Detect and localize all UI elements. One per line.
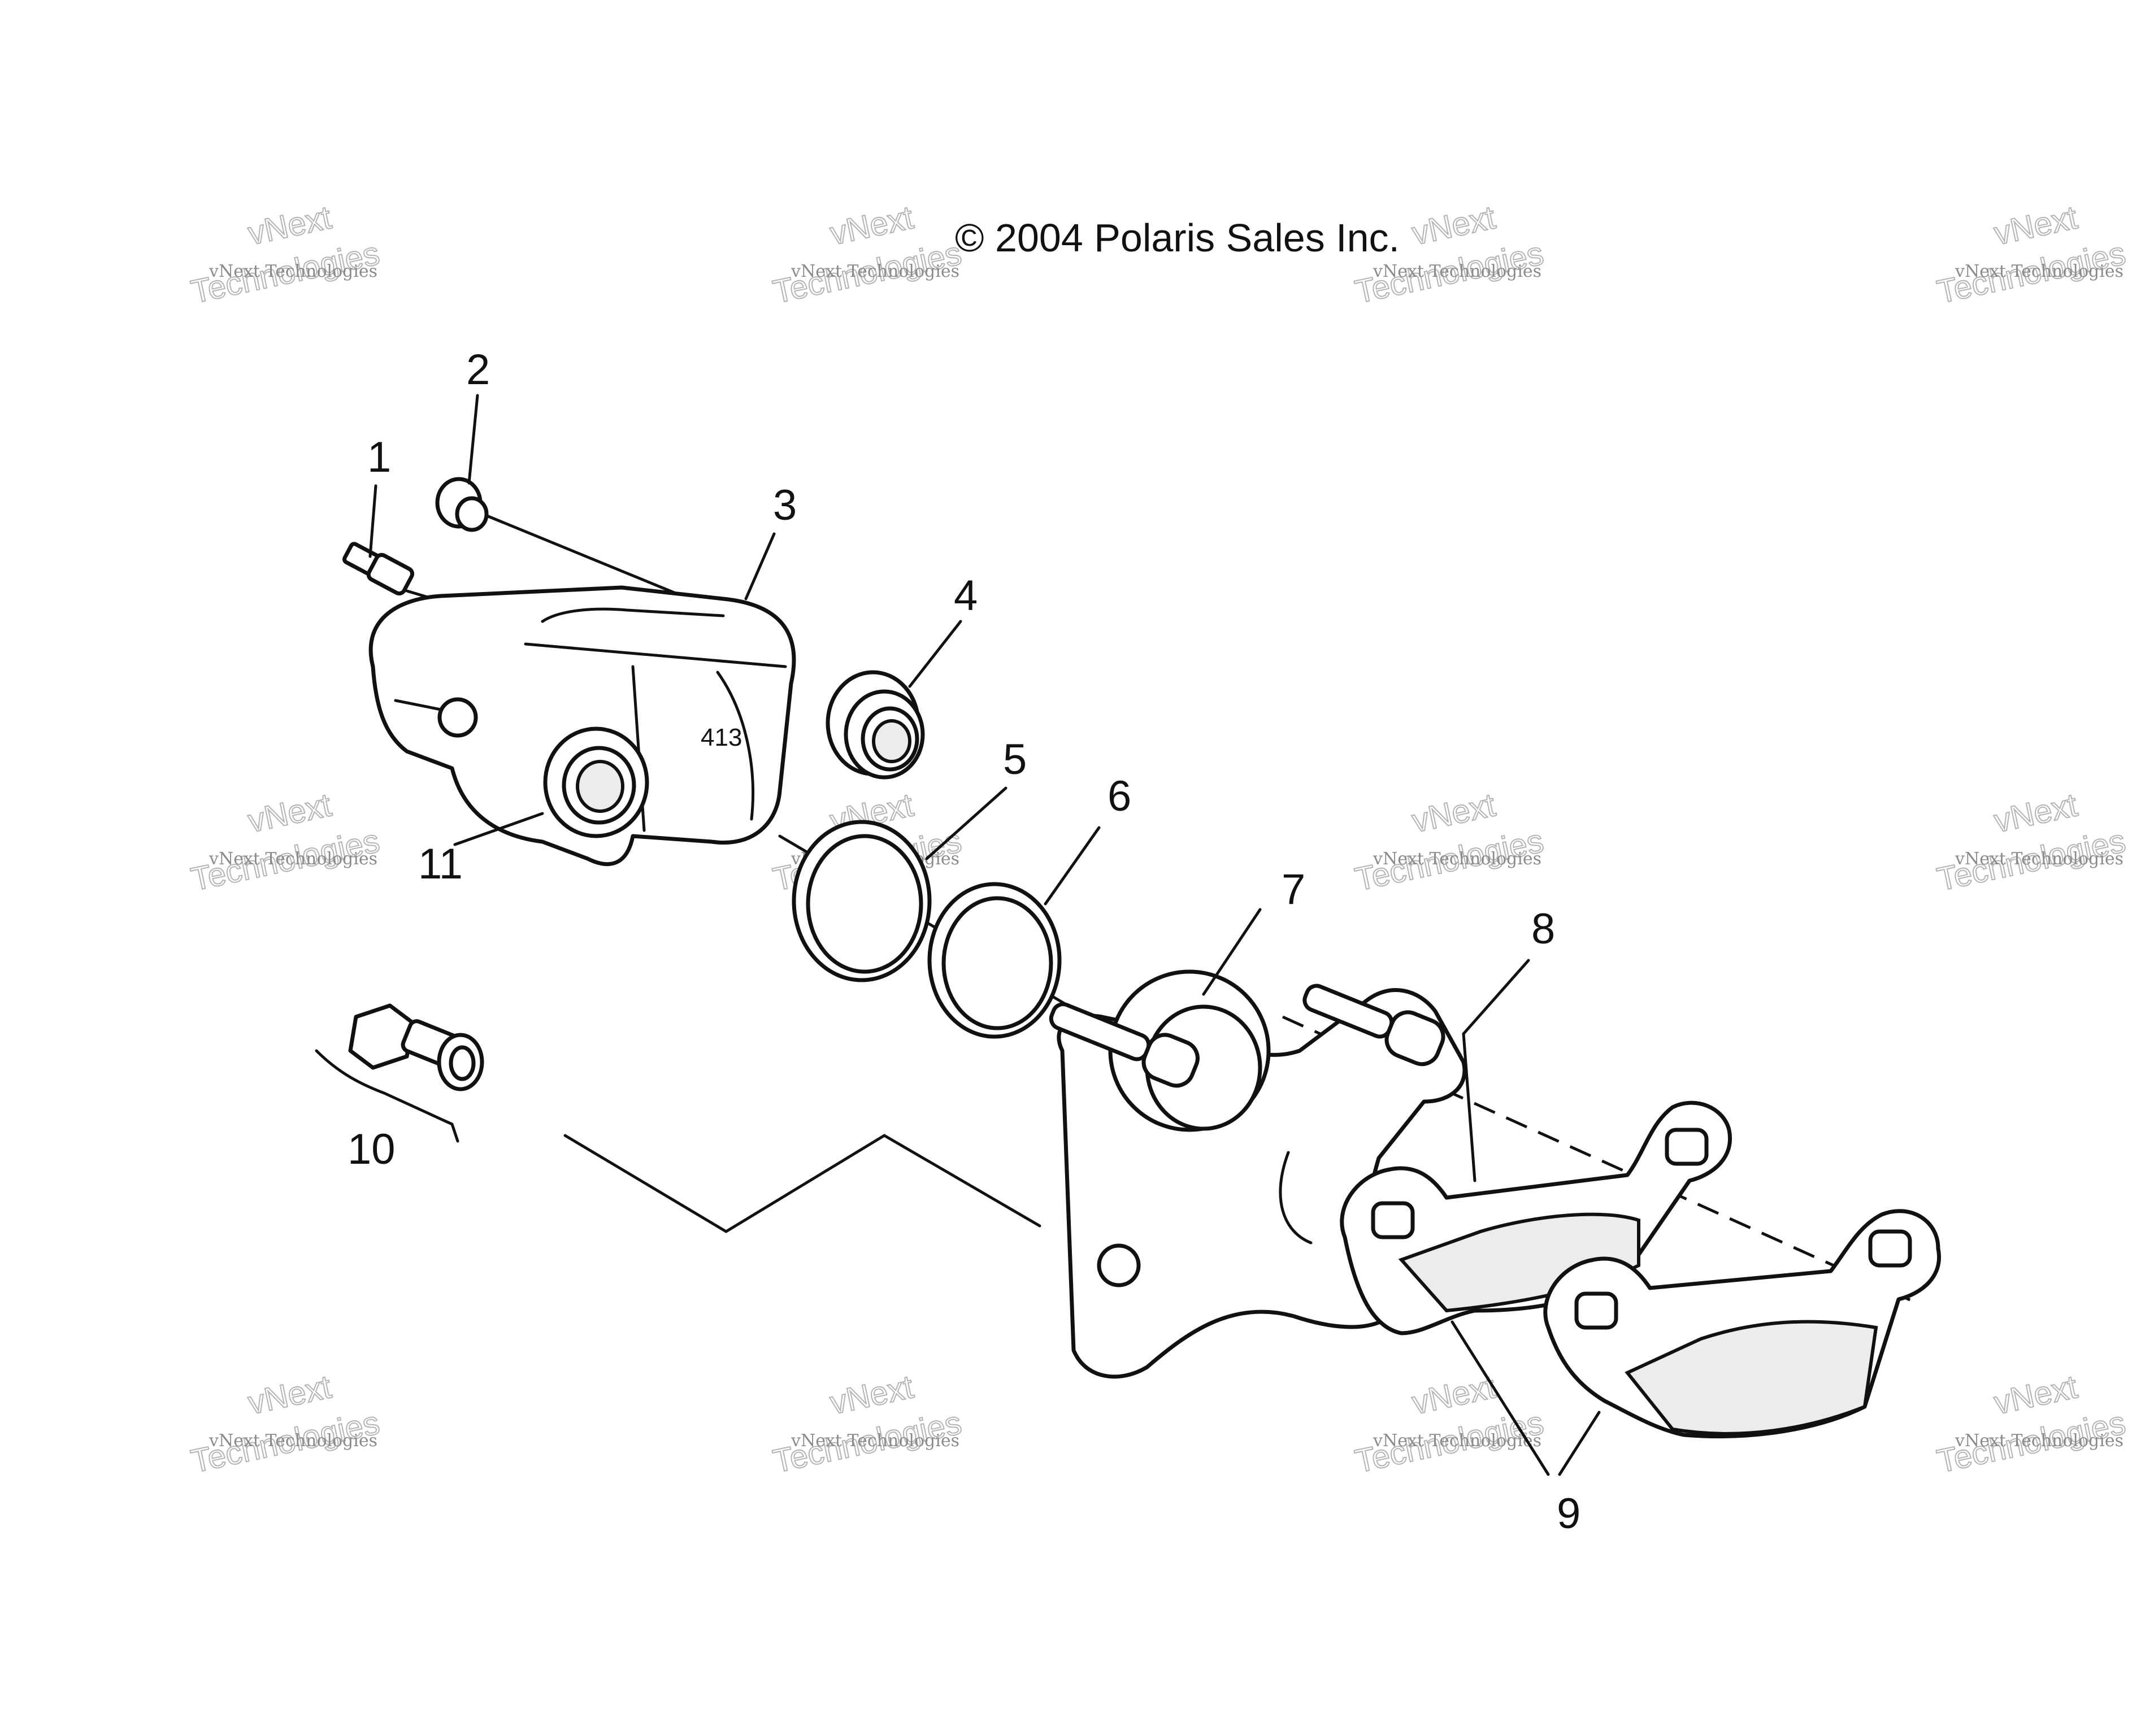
watermark-word-top: vNext	[1991, 199, 2081, 252]
caliper-housing-part: 413	[368, 585, 796, 867]
bleeder-screw-part	[342, 542, 415, 596]
brake-pad-outer-part	[1543, 1209, 1941, 1439]
piston-part	[826, 670, 925, 780]
watermark-caption: vNext Technologies	[1373, 1431, 1541, 1451]
callout-4: 4	[954, 572, 978, 620]
watermark-word-top: vNext	[1409, 199, 1499, 252]
watermark-word-top: vNext	[245, 1368, 335, 1421]
o-ring-part	[927, 882, 1062, 1039]
callout-9: 9	[1557, 1490, 1580, 1538]
watermark-caption: vNext Technologies	[1955, 1431, 2123, 1451]
callout-3: 3	[773, 481, 797, 529]
watermark-word-top: vNext	[1991, 786, 2081, 839]
watermark-word-top: vNext	[827, 1368, 917, 1421]
watermark-caption: vNext Technologies	[1955, 849, 2123, 869]
bolt-washer-part	[315, 1003, 484, 1143]
callout-11: 11	[418, 840, 463, 888]
seal-ring-part	[792, 820, 932, 982]
watermark-word-top: vNext	[245, 199, 335, 252]
watermark-word-top: vNext	[827, 199, 917, 252]
leader-lines	[368, 394, 1601, 1476]
callout-10: 10	[348, 1125, 396, 1173]
callout-labels: 1 2 3 4 5 6 7 8 9 10 11	[348, 346, 1580, 1538]
watermark-word-top: vNext	[245, 786, 335, 839]
copyright-text: © 2004 Polaris Sales Inc.	[955, 216, 1400, 260]
watermark-caption: vNext Technologies	[209, 849, 377, 869]
callout-1: 1	[367, 433, 391, 481]
watermark-caption: vNext Technologies	[791, 1431, 959, 1451]
watermark-caption: vNext Technologies	[209, 262, 377, 281]
caliper-stamp-text: 413	[701, 724, 742, 751]
watermark-caption: vNext Technologies	[209, 1431, 377, 1451]
callout-7: 7	[1282, 865, 1305, 913]
watermark-caption: vNext Technologies	[1373, 849, 1541, 869]
guide-pin-part	[1049, 984, 1445, 1088]
caliper-bore-part	[543, 726, 649, 838]
callout-2: 2	[466, 346, 490, 394]
callout-6: 6	[1108, 772, 1131, 820]
watermark-caption: vNext Technologies	[791, 262, 959, 281]
watermark-word-top: vNext	[1409, 786, 1499, 839]
watermark-caption: vNext Technologies	[1955, 262, 2123, 281]
callout-8: 8	[1531, 905, 1555, 953]
bleeder-cap-part	[435, 477, 489, 532]
callout-5: 5	[1003, 736, 1027, 784]
watermark-word-top: vNext	[1991, 1368, 2081, 1421]
watermark-caption: vNext Technologies	[1373, 262, 1541, 281]
